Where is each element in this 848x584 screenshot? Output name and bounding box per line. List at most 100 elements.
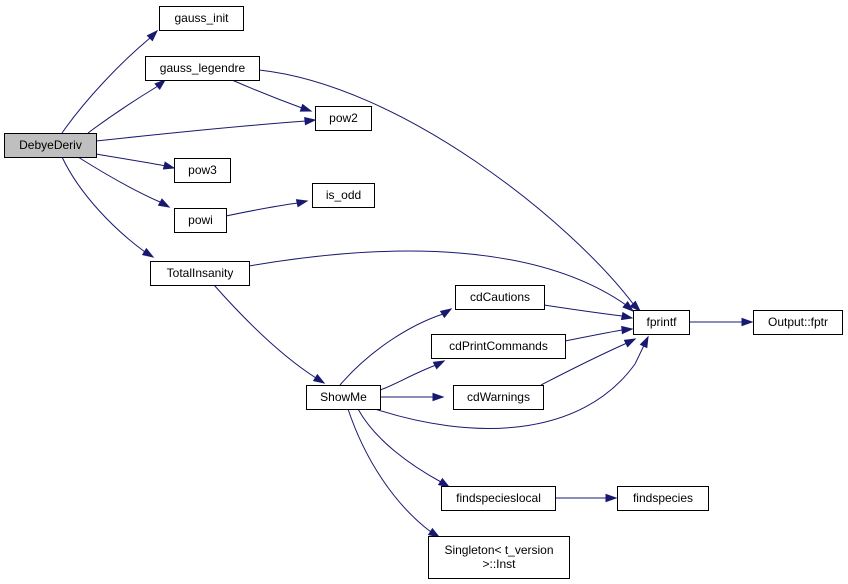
arrowhead-icon: [629, 300, 642, 313]
edge-findspecieslocal-to-findspecies: [555, 493, 618, 503]
edge-cdwarnings-to-fprintf: [540, 338, 637, 386]
arrowhead-icon: [154, 79, 167, 91]
edge-line: [225, 200, 308, 217]
node-label: ShowMe: [320, 390, 367, 404]
arrowhead-icon: [605, 493, 618, 503]
arrowhead-icon: [620, 311, 634, 321]
edge-line: [258, 69, 641, 312]
node-label: gauss_init: [174, 11, 229, 25]
node-label: Output::fptr: [768, 315, 828, 329]
edge-gauss_legendre-to-pow2: [231, 79, 313, 112]
node-cdprintcommands[interactable]: cdPrintCommands: [431, 334, 566, 359]
node-label: pow3: [188, 163, 217, 177]
node-cdcautions[interactable]: cdCautions: [455, 285, 545, 310]
edge-showme-to-cdwarnings: [380, 392, 445, 402]
edge-debyederiv-to-totalinsanity: [61, 156, 155, 258]
arrowhead-icon: [295, 199, 309, 208]
node-label: cdCautions: [470, 290, 530, 304]
edge-line: [61, 30, 158, 134]
node-label: cdPrintCommands: [449, 339, 548, 353]
node-label: findspecies: [633, 491, 693, 505]
node-label: >::Inst: [482, 557, 516, 571]
node-label: powi: [188, 213, 213, 227]
node-box: [455, 285, 545, 310]
node-gauss_legendre[interactable]: gauss_legendre: [145, 56, 260, 81]
node-box: [159, 6, 244, 31]
arrowhead-icon: [622, 300, 635, 312]
edge-showme-to-singleton_inst: [347, 408, 441, 538]
arrowhead-icon: [146, 29, 159, 42]
arrowhead-icon: [157, 198, 171, 208]
arrowhead-icon: [427, 527, 441, 538]
node-fprintf[interactable]: fprintf: [633, 310, 690, 335]
arrowhead-icon: [741, 317, 754, 327]
arrowhead-icon: [141, 247, 155, 258]
node-gauss_init[interactable]: gauss_init: [159, 6, 244, 31]
edges-layer: [61, 29, 754, 538]
node-box: [428, 536, 570, 579]
node-label: gauss_legendre: [160, 61, 246, 75]
edge-debyederiv-to-pow2: [95, 116, 317, 142]
node-box: [431, 334, 566, 359]
node-is_odd[interactable]: is_odd: [312, 183, 375, 208]
edge-debyederiv-to-gauss_init: [61, 29, 159, 134]
edge-showme-to-cdprintcommands: [379, 360, 446, 391]
edge-line: [95, 153, 175, 169]
node-box: [441, 486, 556, 511]
edge-cdcautions-to-fprintf: [543, 304, 634, 321]
node-pow2[interactable]: pow2: [315, 106, 372, 131]
edge-line: [213, 284, 325, 384]
node-box: [174, 158, 231, 183]
node-output_fptr[interactable]: Output::fptr: [753, 310, 843, 335]
node-powi[interactable]: powi: [174, 208, 227, 233]
edge-line: [248, 250, 634, 312]
arrowhead-icon: [432, 392, 445, 402]
node-label: DebyeDeriv: [19, 138, 82, 152]
edge-line: [540, 338, 636, 386]
arrowhead-icon: [439, 308, 453, 319]
edge-totalinsanity-to-showme: [213, 284, 326, 384]
edge-showme-to-findspecieslocal: [357, 408, 451, 488]
edge-fprintf-to-output_fptr: [689, 317, 754, 327]
node-label: findspecieslocal: [456, 491, 541, 505]
edge-line: [357, 408, 450, 488]
node-box: [315, 106, 372, 131]
node-findspecieslocal[interactable]: findspecieslocal: [441, 486, 556, 511]
node-label: cdWarnings: [467, 390, 530, 404]
edge-showme-to-cdcautions: [339, 308, 453, 386]
edge-totalinsanity-to-fprintf: [248, 250, 635, 312]
edge-powi-to-is_odd: [225, 199, 309, 217]
node-box: [753, 310, 843, 335]
edge-line: [87, 79, 166, 134]
edge-line: [61, 156, 154, 258]
arrowhead-icon: [437, 477, 451, 488]
node-findspecies[interactable]: findspecies: [617, 486, 709, 511]
edge-line: [374, 336, 649, 429]
edge-line: [543, 304, 633, 319]
edge-debyederiv-to-pow3: [95, 153, 176, 170]
node-singleton_inst[interactable]: Singleton< t_version>::Inst: [428, 536, 570, 579]
node-cdwarnings[interactable]: cdWarnings: [453, 385, 544, 410]
node-label: fprintf: [646, 315, 677, 329]
nodes-layer: DebyeDeriv gauss_init gauss_legendre pow2 po…: [4, 6, 843, 579]
node-box: [453, 385, 544, 410]
node-showme[interactable]: ShowMe: [306, 385, 381, 410]
edge-line: [231, 79, 312, 112]
node-box: [174, 208, 227, 233]
arrowhead-icon: [312, 373, 326, 384]
arrowhead-icon: [299, 103, 313, 112]
arrowhead-icon: [623, 338, 637, 348]
node-debyederiv[interactable]: DebyeDeriv: [4, 133, 97, 158]
edge-debyederiv-to-powi: [77, 156, 171, 208]
edge-line: [95, 119, 316, 142]
node-pow3[interactable]: pow3: [174, 158, 231, 183]
arrowhead-icon: [162, 161, 176, 170]
node-box: [145, 56, 260, 81]
arrowhead-icon: [621, 325, 634, 335]
node-box: [633, 310, 690, 335]
arrowhead-icon: [639, 335, 649, 349]
arrowhead-icon: [432, 360, 446, 370]
node-totalinsanity[interactable]: TotalInsanity: [150, 261, 250, 286]
arrowhead-icon: [304, 116, 317, 126]
